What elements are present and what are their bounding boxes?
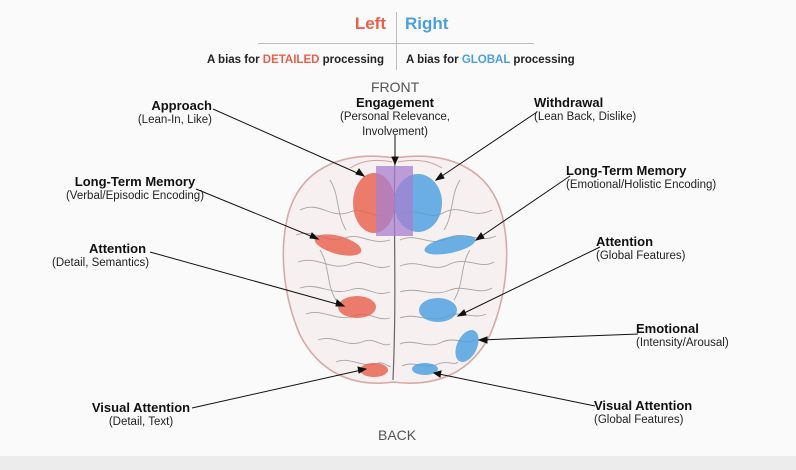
ltm-right-arrowhead (474, 232, 485, 241)
right-bias-caption: A bias for GLOBAL processing (406, 54, 575, 66)
engagement-region (376, 166, 413, 236)
visual-left-connector (191, 368, 367, 409)
ltm-right-connector (475, 175, 571, 241)
ltm-left-region (314, 234, 362, 256)
attention-left-label: Attention (Detail, Semantics) (52, 241, 150, 269)
visual-right-region (412, 363, 438, 375)
approach-arrowhead (355, 168, 366, 177)
approach-connector (212, 108, 365, 177)
emotional-region (455, 330, 479, 362)
attention-right-connector (457, 246, 601, 317)
visual-right-connector (433, 372, 596, 407)
attention-left-arrowhead (335, 299, 346, 307)
attention-left-connector (149, 251, 345, 307)
attention-right-arrowhead (456, 309, 467, 317)
emotional-connector (479, 333, 639, 341)
visual-left-label: Visual Attention (Detail, Text) (91, 400, 191, 428)
ltm-left-label: Long-Term Memory (Verbal/Episodic Encodi… (65, 174, 205, 202)
back-label: BACK (378, 427, 417, 443)
visual-right-label: Visual Attention (Global Features) (594, 398, 693, 426)
visual-left-arrowhead (357, 366, 368, 374)
detailed-highlight: DETAILED (262, 54, 320, 66)
attention-left-region (338, 296, 376, 318)
withdrawal-label: Withdrawal (Lean Back, Dislike) (534, 95, 637, 123)
ltm-right-label: Long-Term Memory (Emotional/Holistic Enc… (566, 163, 717, 191)
header-horizontal-divider (258, 43, 534, 44)
withdrawal-arrowhead (434, 172, 445, 181)
withdrawal-connector (435, 111, 538, 181)
visual-right-arrowhead (432, 370, 442, 378)
bottom-strip (0, 456, 796, 470)
right-hemisphere-title: Right (405, 14, 449, 33)
left-bias-caption: A bias for DETAILED processing (206, 54, 384, 66)
global-highlight: GLOBAL (461, 54, 511, 66)
engagement-arrowhead (391, 156, 399, 166)
ltm-left-connector (195, 188, 319, 240)
engagement-label: Engagement (Personal Relevance, Involvem… (340, 95, 450, 138)
connector-lines (149, 108, 639, 409)
approach-label: Approach (Lean-In, Like) (137, 98, 212, 126)
emotional-label: Emotional (Intensity/Arousal) (636, 321, 729, 349)
visual-left-region (360, 363, 388, 377)
ltm-right-region (424, 235, 476, 255)
emotional-arrowhead (477, 336, 488, 344)
ltm-left-arrowhead (309, 232, 320, 240)
attention-right-label: Attention (Global Features) (596, 234, 686, 262)
front-label: FRONT (371, 79, 420, 95)
header-vertical-divider (396, 12, 397, 70)
attention-right-region (419, 298, 457, 322)
left-hemisphere-title: Left (354, 14, 386, 33)
